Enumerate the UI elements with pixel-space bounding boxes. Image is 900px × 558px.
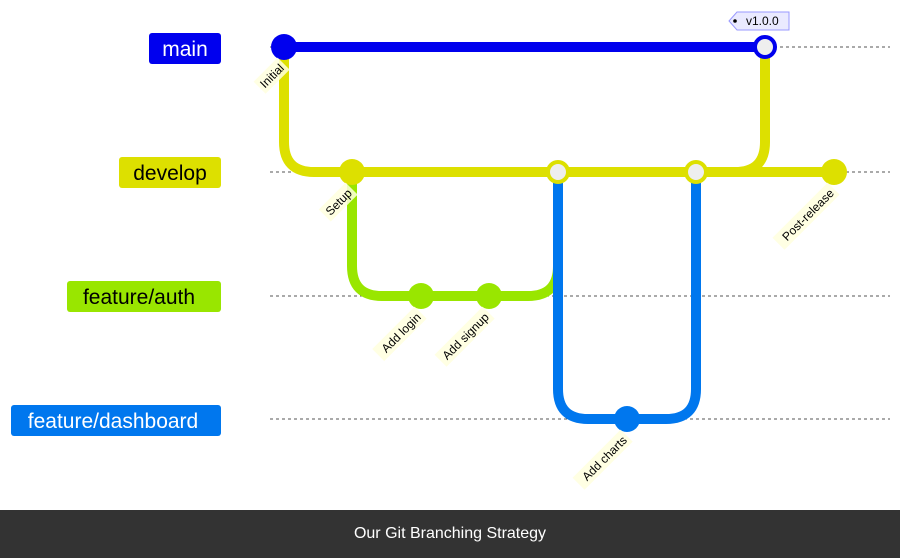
branch-label-main[interactable]: main: [149, 33, 221, 64]
branch-label-feature-auth-text: feature/auth: [83, 286, 195, 309]
commit-initial[interactable]: [271, 34, 297, 60]
tag-hole-icon: [733, 19, 737, 23]
commit-label-add-login-text: Add login: [379, 310, 424, 355]
path-feature-auth: [347, 167, 563, 301]
commit-setup[interactable]: [339, 159, 365, 185]
branch-label-develop[interactable]: develop: [119, 157, 221, 188]
git-graph: main develop feature/auth feature/dashbo…: [11, 11, 890, 490]
footer-title-bar: Our Git Branching Strategy: [0, 510, 900, 558]
commit-label-add-signup: Add signup: [434, 306, 495, 367]
commit-label-add-signup-text: Add signup: [439, 310, 492, 363]
commit-label-add-login: Add login: [372, 306, 427, 362]
commit-merge-main[interactable]: [753, 35, 777, 59]
tag-shape: [728, 11, 790, 31]
footer-title: Our Git Branching Strategy: [353, 525, 547, 542]
commit-add-login[interactable]: [408, 283, 434, 309]
commit-label-post-release: Post-release: [772, 182, 840, 250]
commit-label-post-release-text: Post-release: [779, 186, 837, 244]
commit-merge-dashboard[interactable]: [684, 160, 708, 184]
branch-label-develop-text: develop: [133, 162, 207, 185]
commit-label-add-charts: Add charts: [572, 429, 633, 490]
commit-merge-auth[interactable]: [546, 160, 570, 184]
branch-label-feature-dashboard-text: feature/dashboard: [28, 410, 198, 433]
commit-add-charts[interactable]: [614, 406, 640, 432]
commit-post-release[interactable]: [821, 159, 847, 185]
commit-add-signup[interactable]: [476, 283, 502, 309]
path-main-to-develop: [279, 42, 357, 177]
tag-v1-0-0[interactable]: v1.0.0: [728, 11, 790, 31]
branch-label-feature-auth[interactable]: feature/auth: [67, 281, 221, 312]
commit-label-add-charts-text: Add charts: [579, 433, 629, 483]
path-develop-to-main: [691, 42, 770, 177]
commits: [271, 34, 847, 432]
branch-label-feature-dashboard[interactable]: feature/dashboard: [11, 405, 221, 436]
tag-label: v1.0.0: [746, 14, 779, 28]
branch-label-main-text: main: [162, 38, 208, 61]
branch-paths: [279, 42, 839, 424]
